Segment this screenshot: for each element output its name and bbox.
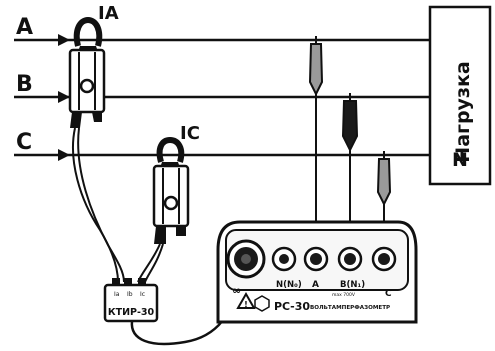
meter-type: ВОЛЬТАМПЕРФАЗОМЕТР xyxy=(310,305,390,311)
adapter-pin-ia: Ia xyxy=(114,291,120,298)
voltage-probe-a-icon xyxy=(308,36,324,246)
meter-terminal-a-label: A xyxy=(312,280,319,290)
meter-infinity-symbol: ∞ xyxy=(232,284,241,297)
meter-small-text: max 700V xyxy=(332,292,356,298)
phase-label-a: A xyxy=(16,15,33,40)
arrow-b-icon xyxy=(58,91,70,103)
current-clamp-c-icon xyxy=(152,136,190,244)
load-box xyxy=(428,5,492,186)
phase-line-c xyxy=(14,149,430,161)
clamp-label-c: IC xyxy=(180,123,200,144)
meter-warning-symbol: ! xyxy=(244,300,248,309)
adapter-pin-ic: Ic xyxy=(140,291,145,298)
current-clamp-a-icon xyxy=(68,16,106,128)
meter-model: РС-30 xyxy=(274,300,310,313)
phase-label-c: C xyxy=(16,130,32,155)
cable-clamp-a-1 xyxy=(72,127,119,283)
phase-line-a xyxy=(14,34,430,46)
adapter-pin-ib: Ib xyxy=(127,291,133,298)
meter-rs30 xyxy=(216,220,418,324)
approval-mark-icon xyxy=(254,295,270,312)
load-title: Нагрузка xyxy=(452,61,474,162)
meter-terminal-c-label: C xyxy=(385,289,392,299)
cable-clamp-a-2 xyxy=(77,127,125,283)
load-neutral-label: N xyxy=(452,149,468,171)
meter-terminal-n-label: N(N₀) xyxy=(276,280,302,290)
arrow-a-icon xyxy=(58,34,70,46)
cable-clamp-c-1 xyxy=(137,243,161,283)
adapter-name: КТИР-30 xyxy=(108,307,155,318)
warning-triangle-icon xyxy=(236,291,256,309)
clamp-label-a: IA xyxy=(98,3,119,24)
cable-clamp-c-2 xyxy=(144,243,164,283)
meter-terminal-b-label: B(N₁) xyxy=(340,280,365,290)
phase-label-b: B xyxy=(16,72,33,97)
arrow-c-icon xyxy=(58,149,70,161)
